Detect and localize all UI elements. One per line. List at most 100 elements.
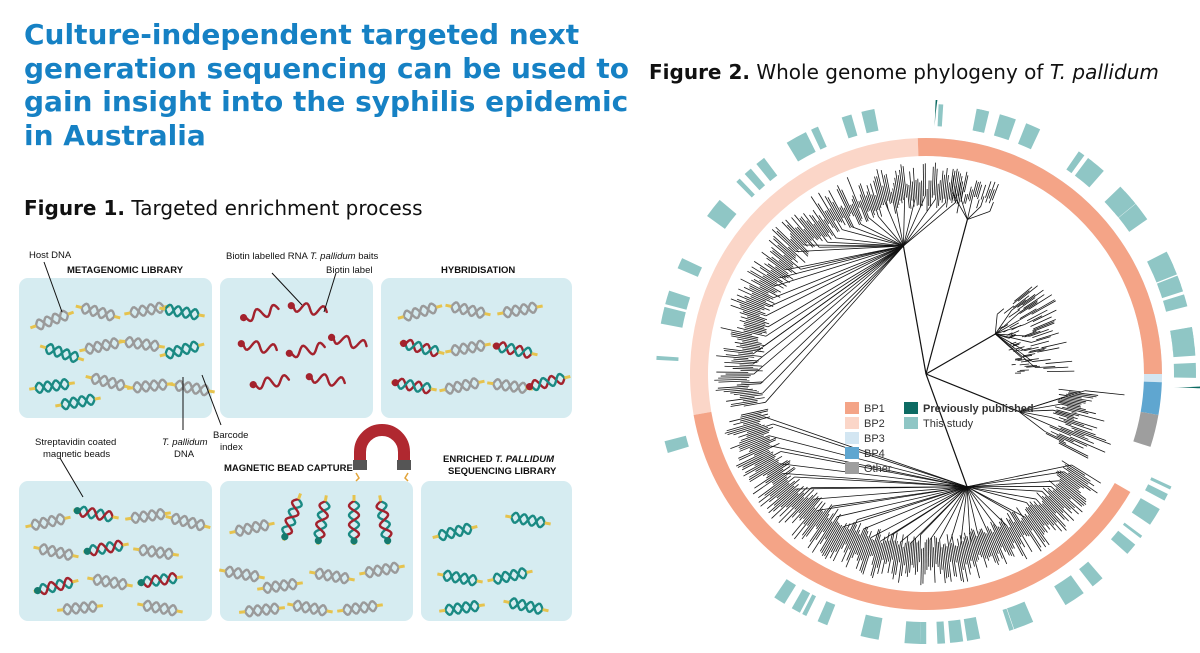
tree-branch bbox=[1048, 495, 1075, 521]
tree-branch bbox=[999, 326, 1004, 330]
source-ring-this-study bbox=[1074, 158, 1093, 179]
figure2-caption: Whole genome phylogeny of bbox=[756, 60, 1050, 84]
tree-branch bbox=[736, 298, 765, 311]
tree-branch bbox=[749, 287, 774, 300]
legend-label-source-0: Previously published bbox=[923, 403, 1034, 415]
tree-branch bbox=[857, 486, 968, 521]
source-ring-this-study bbox=[1148, 254, 1177, 283]
tree-branch bbox=[836, 188, 851, 217]
tree-branch bbox=[770, 269, 790, 284]
tree-branch bbox=[993, 524, 1006, 552]
tree-branch bbox=[969, 542, 980, 579]
tree-branch bbox=[1035, 498, 1057, 523]
tree-branch bbox=[1019, 300, 1038, 313]
tree-branch bbox=[897, 175, 903, 204]
source-ring-this-study bbox=[972, 108, 986, 133]
tree-branch bbox=[996, 308, 1005, 315]
unbound-fragment bbox=[359, 561, 405, 579]
tree-branch bbox=[1074, 430, 1111, 445]
tree-branch bbox=[824, 195, 841, 223]
tree-branch bbox=[796, 226, 815, 247]
tree-branch bbox=[743, 324, 767, 332]
tree-branch bbox=[760, 483, 790, 507]
tree-branch bbox=[744, 327, 767, 334]
barcode-pointer bbox=[201, 374, 222, 426]
tree-branch bbox=[1063, 471, 1091, 491]
tree-branch bbox=[826, 210, 840, 232]
tree-branch bbox=[1009, 527, 1028, 560]
panel-title-enriched-a: ENRICHED bbox=[443, 454, 495, 465]
tree-branch bbox=[891, 532, 898, 560]
tree-branch bbox=[740, 408, 769, 416]
tree-branch bbox=[855, 526, 867, 555]
tree-branch bbox=[723, 350, 754, 355]
tree-branch bbox=[902, 245, 927, 375]
bead-icon bbox=[285, 349, 293, 357]
biotin-pointer bbox=[323, 272, 337, 313]
tree-branch bbox=[745, 319, 769, 328]
tree-branch bbox=[767, 245, 904, 328]
tree-branch bbox=[1008, 519, 1026, 548]
tree-branch bbox=[1047, 490, 1073, 514]
tree-branch bbox=[1058, 482, 1087, 505]
tree-branch bbox=[1013, 521, 1033, 553]
tree-branch bbox=[803, 244, 904, 247]
tree-branch bbox=[715, 387, 749, 391]
tree-branch bbox=[859, 537, 872, 572]
tree-branch bbox=[746, 423, 774, 433]
tree-branch bbox=[976, 535, 988, 568]
tree-branch bbox=[799, 497, 820, 521]
source-ring-this-study bbox=[1077, 159, 1104, 188]
tree-branch bbox=[1014, 286, 1033, 302]
tree-branch bbox=[966, 486, 1027, 504]
tree-branch bbox=[776, 478, 800, 499]
tree-branch bbox=[738, 435, 770, 448]
tree-branch bbox=[751, 292, 775, 304]
tree-branch bbox=[741, 381, 764, 384]
tree-branch bbox=[1020, 520, 1042, 552]
tree-branch bbox=[1045, 360, 1073, 364]
tree-branch bbox=[779, 492, 805, 517]
tree-branch bbox=[925, 373, 1019, 413]
tree-branch bbox=[1018, 411, 1052, 418]
tree-branch bbox=[998, 521, 1013, 549]
bead-icon bbox=[314, 537, 322, 545]
tree-branch bbox=[900, 164, 906, 197]
tree-branch bbox=[772, 468, 796, 485]
tree-branch bbox=[743, 323, 767, 331]
tree-branch bbox=[966, 486, 1026, 518]
tree-branch bbox=[832, 529, 850, 562]
tree-branch bbox=[837, 185, 852, 214]
tree-branch bbox=[845, 534, 861, 568]
tree-branch bbox=[906, 543, 911, 577]
tree-branch bbox=[967, 210, 991, 220]
tree-branch bbox=[816, 486, 968, 511]
tree-branch bbox=[953, 185, 957, 199]
hybrid-fragment bbox=[445, 301, 491, 319]
source-ring-this-study bbox=[774, 579, 796, 604]
capture-fragment bbox=[137, 572, 183, 588]
tree-branch bbox=[1058, 417, 1085, 427]
tree-branch bbox=[845, 519, 858, 545]
source-ring-this-study bbox=[860, 614, 883, 640]
tree-branch bbox=[749, 285, 774, 299]
tree-branch bbox=[819, 521, 839, 552]
tree-branch bbox=[754, 468, 784, 489]
tree-branch bbox=[966, 486, 1007, 526]
tree-branch bbox=[914, 542, 918, 575]
tree-branch bbox=[935, 168, 938, 199]
tree-branch bbox=[735, 449, 770, 467]
tree-branch bbox=[765, 245, 904, 337]
tree-branch bbox=[980, 528, 992, 557]
tree-branch bbox=[714, 378, 747, 381]
tree-branch bbox=[866, 191, 875, 216]
tree-branch bbox=[1043, 366, 1069, 369]
tree-branch bbox=[736, 294, 765, 307]
tree-branch bbox=[951, 534, 957, 563]
tree-branch bbox=[921, 180, 923, 207]
source-ring-this-study bbox=[1066, 151, 1085, 174]
tree-branch bbox=[910, 486, 968, 544]
tree-branch bbox=[973, 181, 979, 198]
tree-branch bbox=[967, 186, 972, 200]
tree-branch bbox=[841, 530, 857, 563]
